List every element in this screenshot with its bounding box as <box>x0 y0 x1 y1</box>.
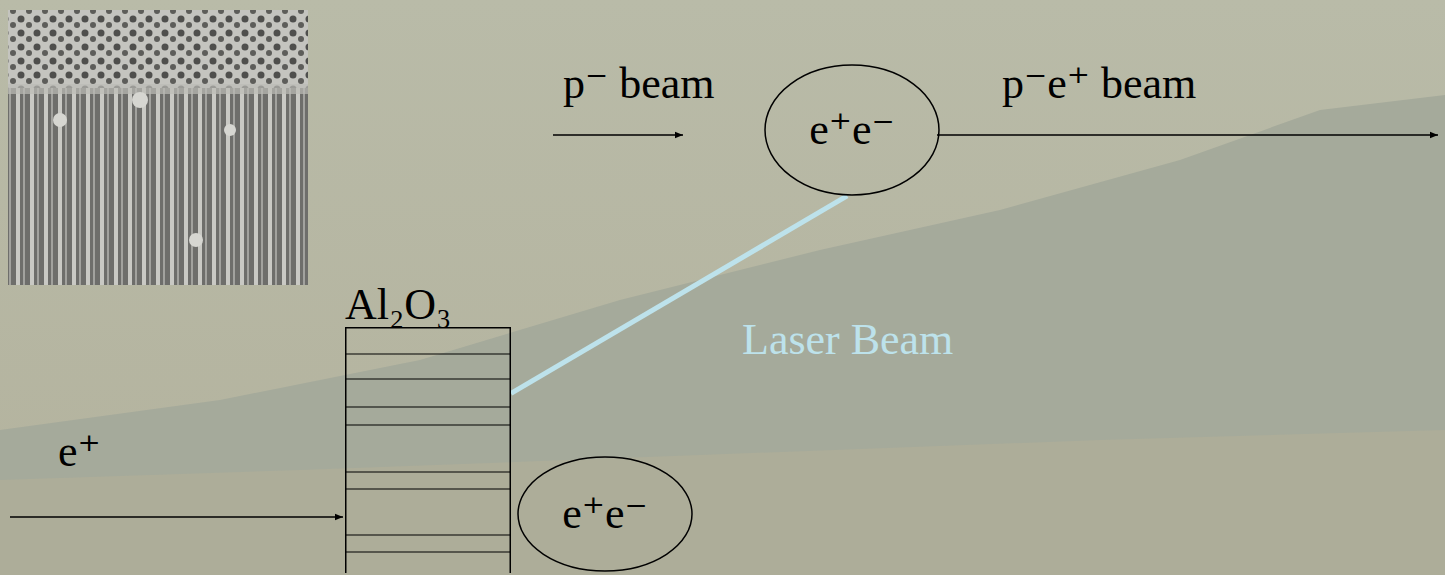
membrane-layer-line <box>345 471 511 472</box>
membrane-layer-line <box>345 424 511 425</box>
positronium-cloud: e⁺e⁻ <box>764 64 940 196</box>
node-text: e⁺e⁻ <box>809 108 895 152</box>
node-text: Al₂O₃ <box>345 283 511 327</box>
sem-blob <box>189 233 203 247</box>
membrane-layer-line <box>345 406 511 407</box>
sem-blob <box>53 113 67 127</box>
p-beam-arrow <box>553 134 683 136</box>
laser-beam-line <box>511 196 847 394</box>
sem-columns <box>8 10 308 285</box>
node-text: e⁺e⁻ <box>562 492 648 536</box>
edge-label: Laser Beam <box>742 318 953 362</box>
ellipse-outline <box>765 65 939 195</box>
membrane-layer-line <box>345 378 511 379</box>
positron-arrow <box>10 516 343 518</box>
membrane-layer-line <box>345 488 511 489</box>
sem-column-caps <box>8 84 308 94</box>
membrane-stack <box>345 327 511 573</box>
sem-pores <box>8 10 308 88</box>
sem-blob <box>132 92 148 108</box>
membrane-outline <box>346 328 511 573</box>
beam-label: p⁻ beam <box>563 62 715 106</box>
positronium-cloud: e⁺e⁻ <box>517 456 693 572</box>
sem-blob <box>224 124 236 136</box>
beam-label: e⁺ <box>58 430 101 474</box>
membrane-layer-line <box>345 551 511 552</box>
membrane-layer-line <box>345 534 511 535</box>
alumina-membrane: Al₂O₃ <box>345 283 511 573</box>
membrane-layer-line <box>345 353 511 354</box>
ellipse-outline <box>518 457 692 571</box>
sem-micrograph <box>8 10 308 285</box>
beam-label: p⁻e⁺ beam <box>1002 62 1196 106</box>
output-beam-arrow <box>937 134 1438 136</box>
foreground <box>0 430 1445 575</box>
